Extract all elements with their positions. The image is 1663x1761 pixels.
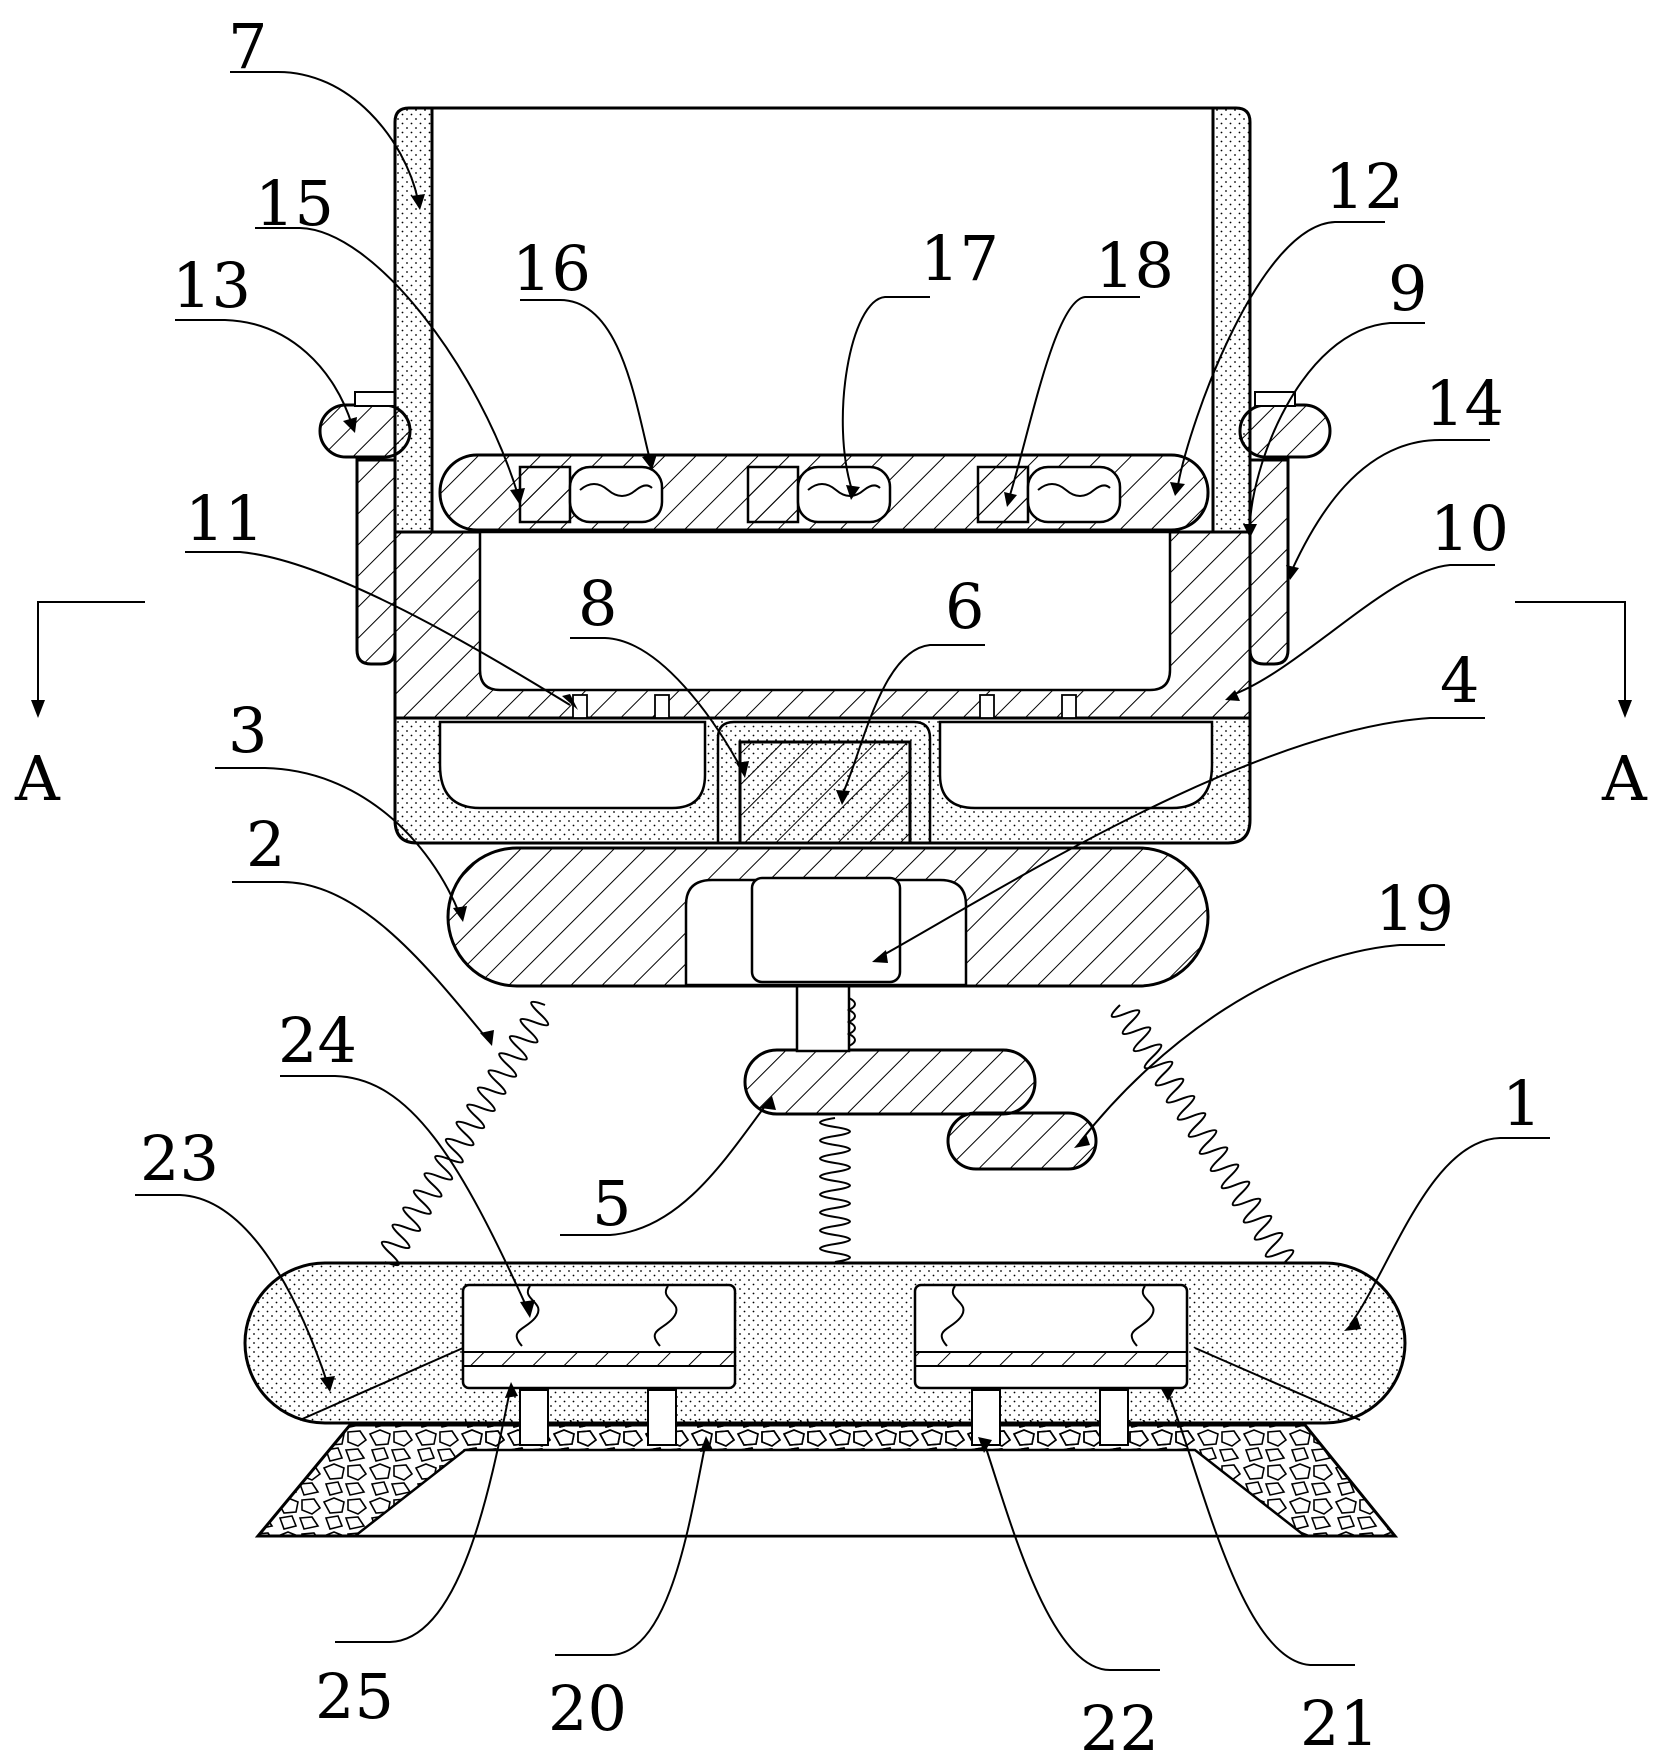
label-23: 23 bbox=[140, 1122, 219, 1195]
label-9: 9 bbox=[1388, 252, 1427, 325]
center-spring bbox=[819, 1117, 851, 1263]
lower-housing bbox=[393, 716, 1252, 845]
section-marker-left: A bbox=[14, 601, 145, 815]
label-15: 15 bbox=[255, 167, 334, 240]
label-16: 16 bbox=[512, 232, 591, 305]
label-5: 5 bbox=[592, 1167, 631, 1240]
right-spring bbox=[1110, 1004, 1295, 1263]
label-17: 17 bbox=[920, 222, 999, 295]
support-plate bbox=[446, 846, 1210, 988]
label-10: 10 bbox=[1430, 492, 1509, 565]
lever-arm bbox=[743, 1048, 1037, 1116]
label-8: 8 bbox=[578, 567, 617, 640]
left-bracket bbox=[318, 391, 412, 666]
main-box bbox=[393, 530, 1252, 720]
label-18: 18 bbox=[1095, 229, 1174, 302]
section-marker-right: A bbox=[1515, 601, 1648, 815]
shaft bbox=[795, 983, 856, 1053]
base-skirt bbox=[254, 1420, 1399, 1538]
label-4: 4 bbox=[1440, 644, 1479, 717]
stop-pad bbox=[946, 1111, 1098, 1171]
label-12: 12 bbox=[1325, 150, 1404, 223]
label-24: 24 bbox=[278, 1004, 357, 1077]
arrow-heads bbox=[320, 194, 1361, 1453]
section-label-left: A bbox=[14, 742, 61, 815]
label-20: 20 bbox=[548, 1672, 627, 1745]
label-3: 3 bbox=[228, 694, 267, 767]
label-2: 2 bbox=[246, 808, 285, 881]
base-plate bbox=[243, 1261, 1407, 1446]
right-bracket bbox=[1238, 391, 1332, 666]
label-14: 14 bbox=[1425, 367, 1504, 440]
label-21: 21 bbox=[1300, 1687, 1379, 1760]
leader-lines bbox=[135, 70, 1550, 1671]
label-11: 11 bbox=[185, 482, 264, 555]
tray bbox=[438, 453, 1210, 532]
label-7: 7 bbox=[228, 10, 267, 83]
label-22: 22 bbox=[1080, 1692, 1159, 1761]
label-6: 6 bbox=[945, 570, 984, 643]
label-1: 1 bbox=[1502, 1067, 1541, 1140]
label-13: 13 bbox=[172, 249, 251, 322]
upper-container bbox=[393, 106, 1252, 534]
part-labels: 7 15 13 16 17 18 12 9 14 10 11 8 6 4 3 2… bbox=[140, 10, 1541, 1761]
label-19: 19 bbox=[1375, 872, 1454, 945]
left-spring bbox=[380, 1000, 550, 1267]
section-label-right: A bbox=[1601, 742, 1648, 815]
label-25: 25 bbox=[315, 1660, 394, 1733]
